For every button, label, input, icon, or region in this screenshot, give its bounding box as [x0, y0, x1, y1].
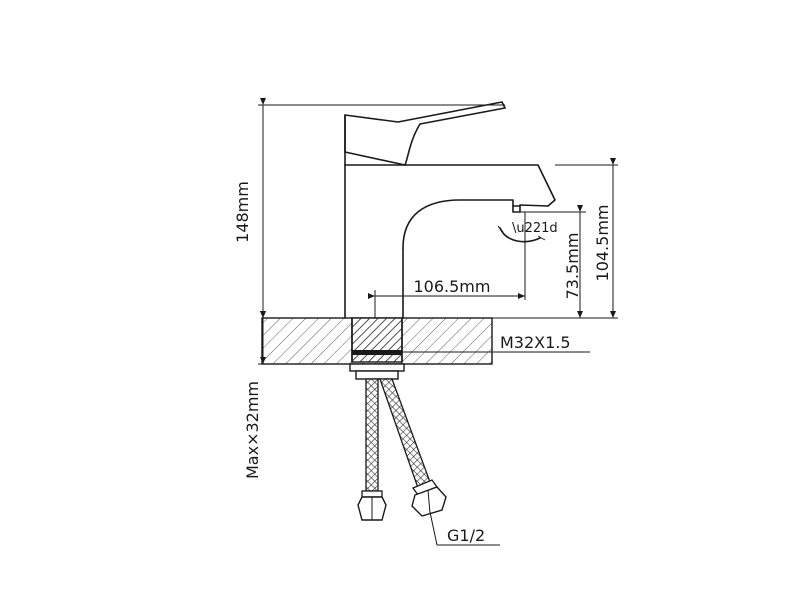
dimension-spout-height: 73.5mm: [520, 205, 586, 318]
mounting-nut: [349, 363, 405, 380]
dimension-thread: M32X1.5: [402, 333, 590, 353]
max-deck-label: Max×32mm: [243, 381, 262, 479]
hose-left: [357, 378, 387, 521]
spray-angle-indicator: \u221d: [497, 221, 558, 243]
total-height-label: 148mm: [233, 181, 252, 243]
dimension-max-deck: Max×32mm: [243, 311, 350, 479]
spout-reach-label: 106.5mm: [414, 277, 491, 296]
dimension-hose-thread: G1/2: [429, 511, 500, 546]
thread-label: M32X1.5: [500, 333, 571, 352]
angle-symbol: \u221d: [512, 221, 558, 236]
body-height-label: 104.5mm: [593, 205, 612, 282]
dimension-total-height: 148mm: [233, 98, 505, 318]
hose-right: [379, 378, 447, 517]
dimension-spout-reach: 106.5mm: [368, 277, 525, 318]
threaded-shank: [351, 317, 403, 363]
spout-height-label: 73.5mm: [563, 233, 582, 300]
faucet-body: [344, 101, 556, 319]
dimension-body-height: 104.5mm: [492, 158, 618, 319]
hose-thread-label: G1/2: [447, 526, 485, 545]
